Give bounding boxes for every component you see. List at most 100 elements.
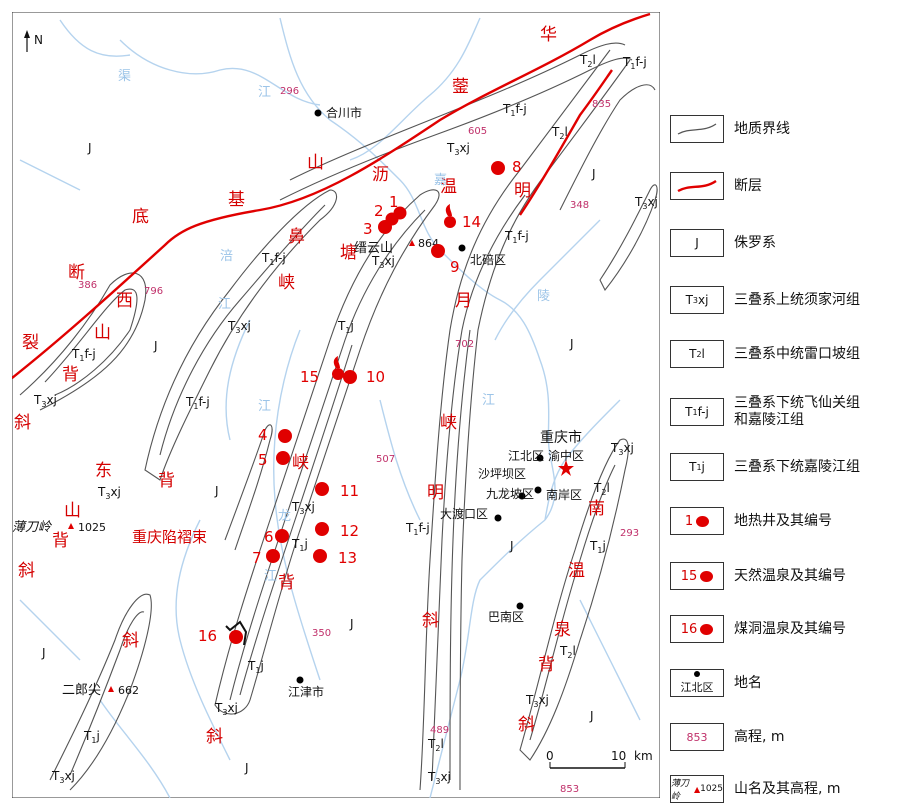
svg-text:386: 386 — [78, 280, 97, 291]
svg-text:明: 明 — [514, 181, 531, 201]
svg-text:835: 835 — [592, 99, 611, 110]
svg-text:T1j: T1j — [291, 537, 308, 553]
svg-text:702: 702 — [455, 339, 474, 350]
svg-text:T1f-j: T1f-j — [261, 251, 286, 267]
svg-text:背: 背 — [62, 365, 79, 385]
svg-text:塘: 塘 — [340, 243, 357, 263]
legend-fault: 断层 — [670, 171, 762, 201]
svg-text:507: 507 — [376, 454, 395, 465]
svg-text:山: 山 — [94, 323, 111, 343]
svg-text:江: 江 — [218, 297, 231, 312]
formation-symbols: JJJ JJJ JJJ J T2l T1f-j T1f-j T3xj T2l T… — [33, 53, 658, 786]
svg-text:T3xj: T3xj — [291, 500, 315, 516]
svg-text:km: km — [634, 749, 653, 763]
legend-mountain: 薄刀岭▲1025 山名及其高程, m — [670, 774, 841, 804]
svg-text:裂: 裂 — [22, 333, 39, 353]
svg-text:J: J — [244, 761, 249, 775]
svg-text:T3xj: T3xj — [371, 254, 395, 270]
svg-text:5: 5 — [258, 451, 268, 469]
svg-text:大渡口区: 大渡口区 — [440, 506, 488, 521]
svg-text:温: 温 — [568, 561, 585, 581]
svg-text:J: J — [214, 484, 219, 498]
svg-text:7: 7 — [252, 549, 262, 567]
svg-text:T2l: T2l — [427, 737, 444, 753]
svg-text:T1f-j: T1f-j — [71, 347, 96, 363]
legend-elevation: 853 高程, m — [670, 722, 785, 752]
legend-cave: 16 煤洞温泉及其编号 — [670, 614, 846, 644]
svg-text:江: 江 — [264, 569, 277, 584]
svg-text:峡: 峡 — [292, 453, 309, 473]
svg-text:沥: 沥 — [372, 165, 389, 185]
svg-text:背: 背 — [278, 573, 295, 593]
svg-text:6: 6 — [264, 528, 274, 546]
svg-text:基: 基 — [228, 190, 245, 210]
svg-text:T1j: T1j — [247, 659, 264, 675]
svg-text:296: 296 — [280, 86, 299, 97]
coal-cave-springs: 16 — [198, 620, 248, 646]
faults — [12, 12, 651, 379]
svg-text:T2l: T2l — [559, 644, 576, 660]
geologic-map: N 0 10 km 华 蓥 山 基 底 断 裂 沥 温 明 月 峡 鼻 峡 塘 … — [12, 12, 660, 798]
svg-text:重庆陷褶束: 重庆陷褶束 — [132, 528, 207, 546]
svg-text:温: 温 — [440, 177, 457, 197]
svg-text:489: 489 — [430, 725, 449, 736]
svg-text:16: 16 — [198, 627, 217, 645]
legend-place: 江北区 地名 — [670, 668, 762, 698]
svg-text:东: 东 — [95, 461, 112, 481]
svg-text:峡: 峡 — [440, 413, 457, 433]
svg-text:3: 3 — [363, 220, 373, 238]
svg-text:J: J — [509, 539, 514, 553]
svg-text:陵: 陵 — [537, 289, 550, 304]
svg-text:江: 江 — [258, 399, 271, 414]
svg-text:重庆市: 重庆市 — [540, 429, 582, 446]
svg-text:T1f-j: T1f-j — [405, 521, 430, 537]
svg-text:T1f-j: T1f-j — [502, 102, 527, 118]
legend-geo-boundary: 地质界线 — [670, 114, 790, 144]
river-network — [19, 17, 641, 798]
svg-text:T2l: T2l — [551, 125, 568, 141]
structure-labels: 华 蓥 山 基 底 断 裂 沥 温 明 月 峡 鼻 峡 塘 峡 西 山 背 斜 … — [14, 25, 605, 747]
legend-well: 1 地热井及其编号 — [670, 506, 832, 536]
svg-text:鼻: 鼻 — [288, 227, 305, 247]
svg-text:T3xj: T3xj — [446, 141, 470, 157]
svg-text:11: 11 — [340, 482, 359, 500]
svg-text:T3xj: T3xj — [33, 393, 57, 409]
svg-text:T1f-j: T1f-j — [504, 229, 529, 245]
svg-text:796: 796 — [144, 286, 163, 297]
svg-text:背: 背 — [52, 531, 69, 551]
svg-text:J: J — [349, 617, 354, 631]
svg-text:斜: 斜 — [122, 631, 139, 651]
svg-text:15: 15 — [300, 368, 319, 386]
svg-text:斜: 斜 — [206, 727, 223, 747]
svg-text:嘉: 嘉 — [434, 173, 447, 188]
svg-text:薄刀岭: 薄刀岭 — [12, 520, 53, 535]
svg-text:缙云山: 缙云山 — [354, 241, 393, 256]
mountain-peaks: 缙云山 864 薄刀岭 1025 二郎尖 662 — [12, 237, 439, 698]
svg-text:涪: 涪 — [220, 249, 233, 264]
scale-bar: 0 10 km — [546, 749, 653, 769]
svg-text:斜: 斜 — [422, 611, 439, 631]
svg-text:江: 江 — [258, 85, 271, 100]
svg-text:南岸区: 南岸区 — [546, 487, 582, 502]
svg-text:14: 14 — [462, 213, 481, 231]
svg-text:沙坪坝区: 沙坪坝区 — [478, 467, 526, 481]
svg-text:T1j: T1j — [337, 319, 354, 335]
svg-text:明: 明 — [427, 483, 444, 503]
svg-text:T1j: T1j — [83, 729, 100, 745]
svg-text:合川市: 合川市 — [326, 105, 362, 120]
north-label: N — [34, 33, 43, 47]
hot-springs: 14 15 — [300, 204, 481, 386]
geologic-boundaries — [19, 42, 658, 791]
svg-text:T3xj: T3xj — [525, 693, 549, 709]
svg-text:T2l: T2l — [579, 53, 596, 69]
geothermal-wells: 1 2 3 4 5 6 7 8 9 10 11 12 13 — [252, 158, 522, 567]
svg-text:江: 江 — [482, 393, 495, 408]
svg-text:T3xj: T3xj — [214, 701, 238, 717]
svg-text:T3xj: T3xj — [97, 485, 121, 501]
svg-text:北碚区: 北碚区 — [470, 252, 506, 267]
svg-text:J: J — [569, 337, 574, 351]
svg-text:斜: 斜 — [14, 413, 31, 433]
svg-text:南: 南 — [588, 499, 605, 519]
